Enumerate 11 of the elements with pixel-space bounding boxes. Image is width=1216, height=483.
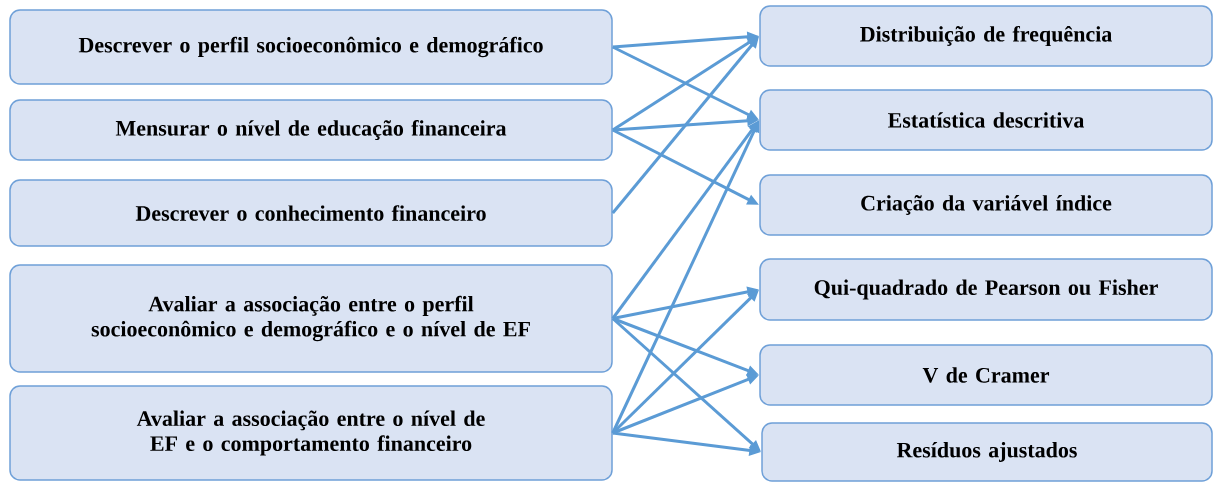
text-box: Descrever o conhecimento financeiro — [9, 179, 613, 247]
text-box: Descrever o perfil socioeconômico e demográfico — [9, 9, 613, 85]
text-box: Estatística descritiva — [759, 89, 1213, 151]
text-box: Avaliar a associação entre o perfil socioeconômico e demográfico e o nível de EF — [9, 264, 613, 373]
text-box: Distribuição de frequência — [759, 5, 1213, 67]
text-box: Qui-quadrado de Pearson ou Fisher — [759, 258, 1213, 321]
text-box: Criação da variável índice — [759, 174, 1213, 236]
text-box: V de Cramer — [759, 344, 1213, 406]
text-box: Avaliar a associação entre o nível de EF e o comportamento financeiro — [9, 385, 613, 481]
text-box: Resíduos ajustados — [761, 422, 1213, 482]
text-box: Mensurar o nível de educação financeira — [9, 99, 613, 161]
